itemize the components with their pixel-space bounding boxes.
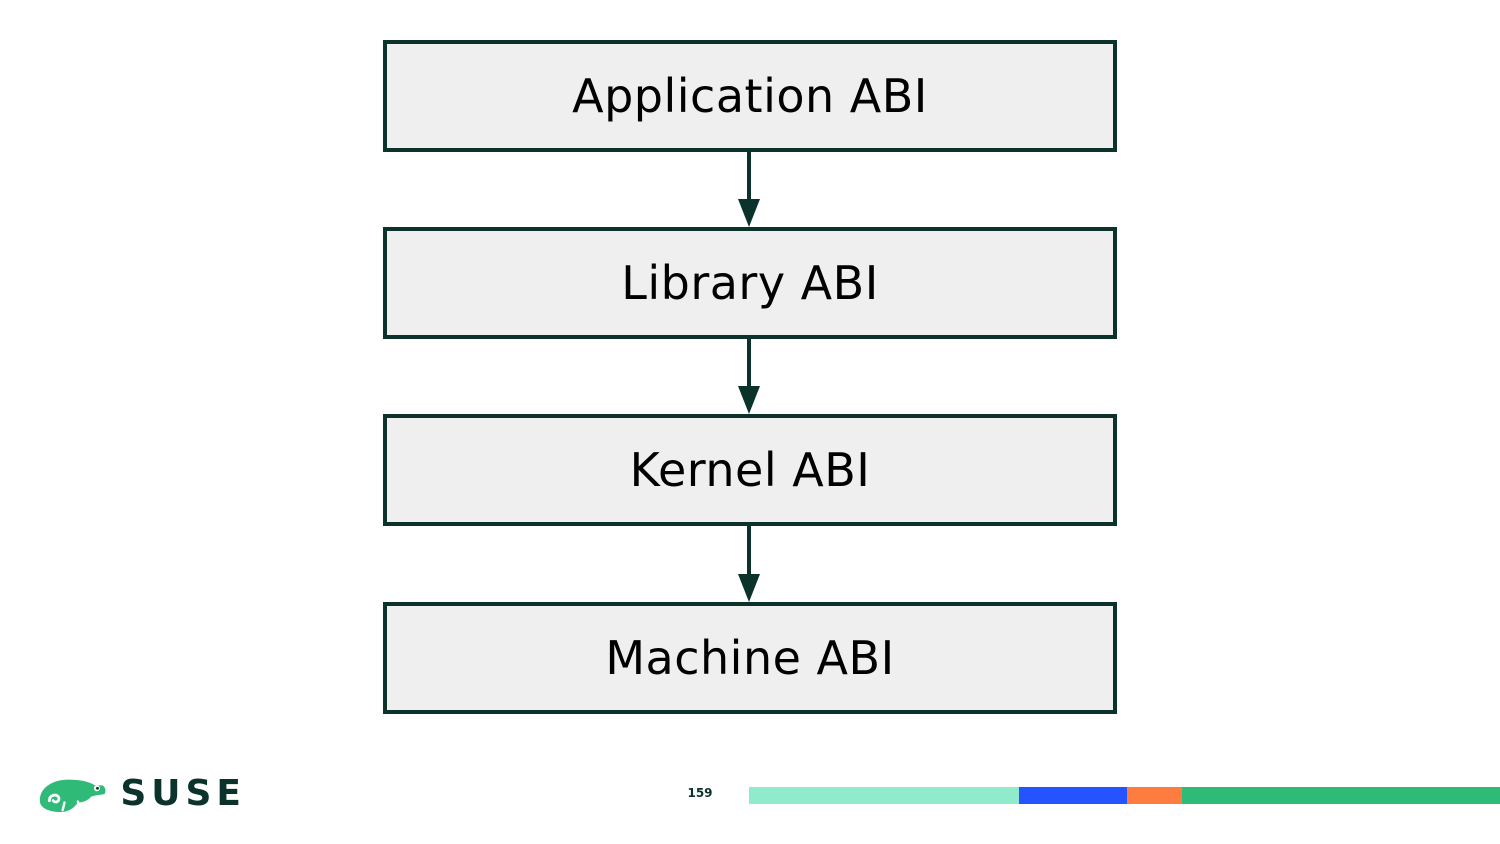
footer-stripe-green — [1182, 787, 1500, 804]
arrow-application-to-library — [738, 150, 760, 227]
arrow-library-to-kernel — [738, 337, 760, 414]
library-abi-box: Library ABI — [383, 227, 1117, 339]
suse-wordmark: SUSE — [120, 772, 246, 814]
kernel-abi-box: Kernel ABI — [383, 414, 1117, 526]
library-abi-label: Library ABI — [621, 256, 879, 310]
arrow-kernel-to-machine — [738, 524, 760, 602]
suse-logo: SUSE — [36, 770, 246, 816]
footer-stripe-blue — [1019, 787, 1127, 804]
footer-stripe-mint — [749, 787, 1019, 804]
machine-abi-box: Machine ABI — [383, 602, 1117, 714]
application-abi-label: Application ABI — [572, 69, 928, 123]
footer-stripe-orange — [1127, 787, 1182, 804]
chameleon-icon — [39, 779, 106, 813]
application-abi-box: Application ABI — [383, 40, 1117, 152]
machine-abi-label: Machine ABI — [605, 631, 895, 685]
page-number: 159 — [687, 786, 713, 800]
kernel-abi-label: Kernel ABI — [629, 443, 871, 497]
